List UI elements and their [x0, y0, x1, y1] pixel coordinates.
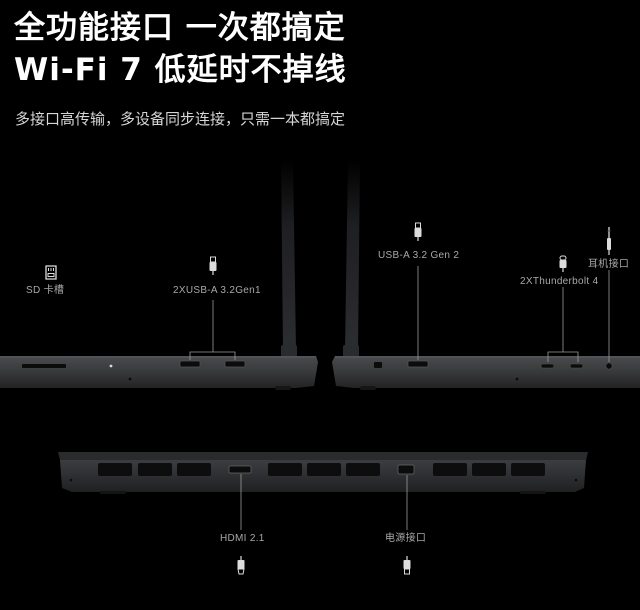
vent-2 — [138, 463, 172, 476]
left-lid — [281, 160, 296, 350]
right-lid — [345, 160, 360, 350]
vent-9 — [511, 463, 545, 476]
rear-lid-edge — [58, 452, 588, 460]
headphone-label: 耳机接口 — [588, 259, 630, 270]
usb-a-left-label: 2XUSB-A 3.2Gen1 — [173, 285, 261, 296]
thunderbolt-label: 2XThunderbolt 4 — [520, 276, 599, 287]
right-foot — [360, 386, 376, 390]
thunderbolt-plug-icon — [559, 255, 567, 272]
led-indicator — [109, 364, 113, 368]
power-port — [397, 464, 415, 475]
small-hole-right — [515, 377, 519, 381]
sd-card-slot — [22, 364, 66, 368]
headphone-plug-icon — [607, 227, 611, 255]
usb-a-port-right — [407, 360, 429, 368]
left-hinge — [281, 345, 297, 357]
usb-plug-icon — [414, 222, 422, 241]
rear-view — [58, 452, 588, 494]
right-side-view — [332, 160, 640, 390]
vent-1 — [98, 463, 132, 476]
rear-foot-left — [100, 491, 126, 494]
right-chassis — [332, 356, 640, 388]
headline-line-2: Wi-Fi 7 低延时不掉线 — [14, 52, 347, 88]
hdmi-plug-icon — [237, 556, 245, 575]
sd-card-label: SD 卡槽 — [26, 285, 65, 296]
hdmi-label: HDMI 2.1 — [220, 533, 265, 544]
left-side-view — [0, 160, 318, 390]
power-label: 电源接口 — [385, 533, 427, 544]
vent-4 — [268, 463, 302, 476]
usb-a-port-left-2 — [224, 360, 246, 368]
vent-8 — [472, 463, 506, 476]
thunderbolt-port-2 — [569, 363, 584, 369]
kensington-lock — [374, 362, 382, 368]
power-plug-icon — [403, 556, 411, 575]
usb-a-port-left-1 — [179, 360, 201, 368]
hdmi-port — [228, 465, 252, 474]
rear-foot-right — [520, 491, 546, 494]
subtitle: 多接口高传输，多设备同步连接，只需一本都搞定 — [15, 110, 346, 128]
vent-6 — [346, 463, 380, 476]
usb-plug-icon — [209, 256, 217, 275]
headphone-jack — [605, 362, 613, 370]
right-hinge — [343, 345, 359, 357]
left-chassis — [0, 356, 318, 388]
headline-line-1: 全功能接口 一次都搞定 — [14, 10, 346, 46]
callout-lines — [189, 266, 610, 530]
vent-3 — [177, 463, 211, 476]
vent-5 — [307, 463, 341, 476]
usb-a-right-label: USB-A 3.2 Gen 2 — [378, 250, 460, 261]
vent-7 — [433, 463, 467, 476]
sd-card-icon — [45, 265, 57, 280]
left-foot — [275, 386, 291, 390]
thunderbolt-port-1 — [540, 363, 555, 369]
small-hole — [128, 377, 132, 381]
